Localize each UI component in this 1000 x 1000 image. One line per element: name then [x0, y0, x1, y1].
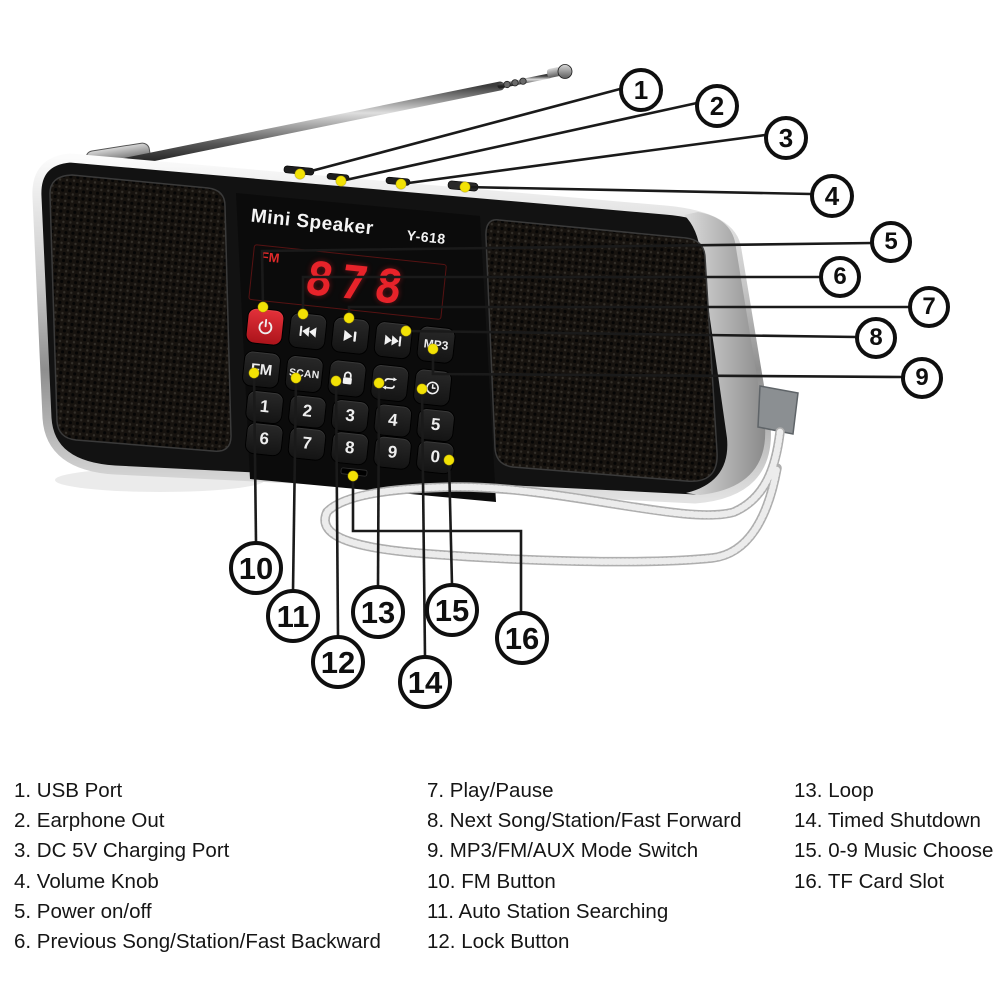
legend-item: 16. TF Card Slot: [794, 869, 945, 893]
callout-10: 10: [229, 541, 283, 595]
legend-item: 6. Previous Song/Station/Fast Backward: [14, 930, 381, 954]
volume-knob: [447, 180, 479, 192]
digit-key-8: 8: [330, 431, 369, 465]
dot-volume-knob: [459, 181, 471, 193]
dot-earphone-out: [335, 175, 347, 187]
legend-item: 14. Timed Shutdown: [794, 809, 981, 833]
callout-16: 16: [495, 611, 549, 665]
antenna-tip-knob: [557, 64, 573, 79]
brand-title: Mini Speaker: [249, 205, 375, 240]
power-icon: [255, 317, 275, 337]
dot-usb-port: [294, 168, 306, 180]
legend-item: 8. Next Song/Station/Fast Forward: [427, 809, 742, 833]
timer-button: [413, 368, 452, 407]
mp3-mode-button: MP3: [416, 325, 456, 364]
next-button: [374, 321, 413, 359]
legend-item: 10. FM Button: [427, 869, 556, 893]
legend-item: 3. DC 5V Charging Port: [14, 839, 230, 863]
digit-key-1: 1: [245, 390, 284, 424]
right-speaker-grille: [485, 219, 718, 482]
previous-track-icon: [298, 324, 318, 339]
next-track-icon: [383, 333, 403, 348]
lock-button: [327, 359, 367, 398]
previous-button: [288, 312, 327, 350]
display: FM 878: [248, 244, 448, 321]
legend-column-3: 13. Loop 14. Timed Shutdown 15. 0-9 Musi…: [794, 776, 993, 897]
legend-item: 15. 0-9 Music Choose: [794, 839, 994, 863]
callout-11: 11: [266, 589, 320, 643]
dc-charging-port: [385, 176, 411, 186]
strap-anchor: [757, 385, 799, 435]
digit-key-6: 6: [245, 422, 284, 456]
left-speaker-grille: [49, 174, 232, 452]
legend-item: 9. MP3/FM/AUX Mode Switch: [427, 839, 699, 863]
digit-key-9: 9: [373, 435, 412, 470]
legend-item: 1. USB Port: [14, 779, 123, 802]
legend-column-2: 7. Play/Pause 8. Next Song/Station/Fast …: [427, 776, 741, 957]
callout-7: 7: [908, 286, 950, 328]
play-pause-button: [331, 316, 370, 355]
digit-key-2: 2: [288, 394, 327, 429]
legend-item: 7. Play/Pause: [427, 779, 554, 802]
dot-dc-port: [395, 178, 407, 190]
device-right-side: [684, 212, 766, 495]
lock-icon: [339, 370, 355, 387]
callout-2: 2: [695, 84, 739, 128]
timer-clock-icon: [424, 379, 440, 395]
legend-item: 11. Auto Station Searching: [427, 899, 669, 923]
callout-9: 9: [901, 357, 943, 399]
legend-column-1: 1. USB Port 2. Earphone Out 3. DC 5V Cha…: [14, 776, 381, 957]
digit-key-3: 3: [331, 399, 370, 433]
earphone-jack: [326, 172, 350, 182]
usb-port: [283, 165, 315, 176]
control-panel: Mini Speaker Y-618 FM 878: [206, 196, 488, 521]
callout-12: 12: [311, 635, 365, 689]
antenna-base-hinge: [85, 142, 151, 169]
scan-button: SCAN: [285, 355, 324, 393]
digit-key-7: 7: [288, 426, 326, 461]
callout-13: 13: [351, 585, 405, 639]
legend-item: 13. Loop: [794, 779, 874, 802]
model-number: Y-618: [405, 227, 447, 248]
frequency-readout: 878: [301, 250, 415, 316]
legend-item: 5. Power on/off: [14, 899, 152, 923]
power-button: [245, 307, 285, 346]
callout-3: 3: [764, 116, 808, 160]
callout-1: 1: [619, 68, 663, 112]
callout-6: 6: [819, 256, 861, 298]
legend-item: 12. Lock Button: [427, 930, 570, 954]
callout-15: 15: [425, 583, 479, 637]
antenna-rod: [117, 81, 505, 168]
legend-item: 4. Volume Knob: [14, 869, 159, 893]
digit-key-5: 5: [416, 408, 455, 442]
branding: Mini Speaker Y-618: [250, 206, 447, 248]
digit-key-0: 0: [416, 440, 455, 474]
telescopic-antenna: [85, 64, 573, 169]
loop-button: [370, 364, 409, 402]
callout-4: 4: [810, 174, 854, 218]
legend-item: 2. Earphone Out: [14, 809, 165, 833]
callout-5: 5: [870, 221, 912, 263]
callout-8: 8: [855, 317, 897, 359]
fm-button: FM: [242, 350, 281, 389]
loop-icon: [381, 376, 399, 391]
play-pause-icon: [340, 328, 360, 343]
callout-14: 14: [398, 655, 452, 709]
digit-key-4: 4: [373, 403, 412, 438]
